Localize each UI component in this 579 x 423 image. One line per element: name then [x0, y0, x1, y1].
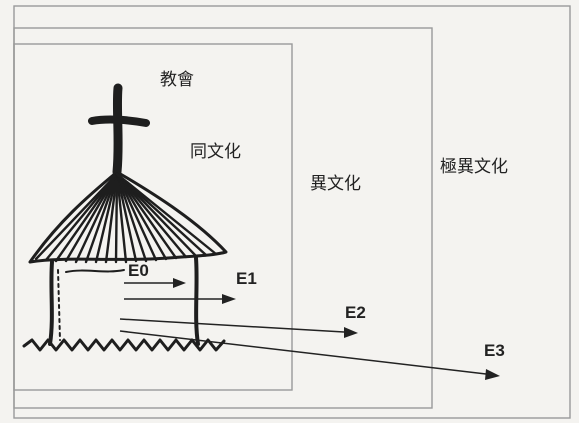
hut-church-icon — [22, 83, 228, 352]
ground-zigzag — [22, 338, 226, 352]
label-church: 教會 — [160, 70, 194, 90]
label-extremely-different-culture: 極異文化 — [440, 157, 508, 177]
label-e3: E3 — [484, 341, 505, 360]
label-e2: E2 — [345, 303, 366, 322]
label-different-culture: 異文化 — [310, 174, 361, 194]
arrow-e2 — [119, 318, 358, 338]
frame-same-culture — [13, 43, 293, 391]
arrow-e3 — [119, 330, 500, 380]
label-same-culture: 同文化 — [190, 142, 241, 162]
arrow-e1 — [124, 294, 236, 304]
arrow-e0 — [124, 278, 186, 288]
label-e0: E0 — [128, 261, 149, 280]
label-e1: E1 — [236, 269, 257, 288]
cross-icon — [88, 83, 150, 177]
